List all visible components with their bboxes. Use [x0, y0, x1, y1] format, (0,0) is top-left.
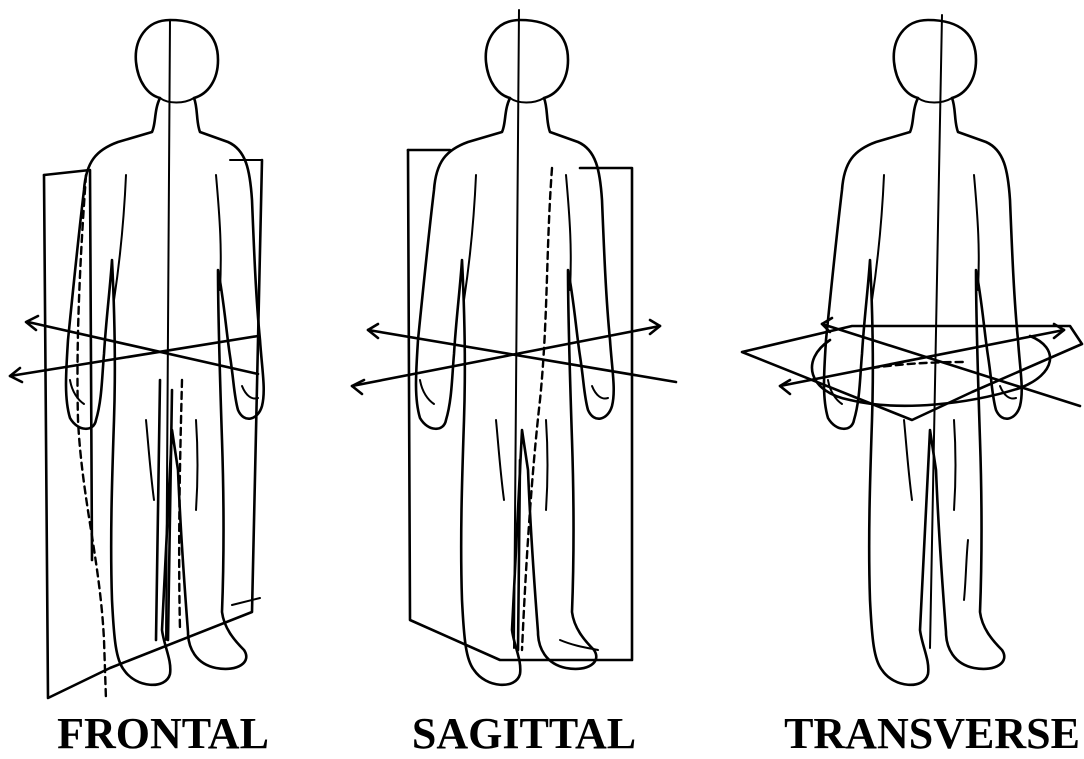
frontal-plane	[44, 160, 262, 698]
sagittal-figure	[416, 10, 614, 685]
sagittal-panel: SAGITTAL	[352, 10, 676, 758]
frontal-label: FRONTAL	[57, 709, 269, 758]
sagittal-label: SAGITTAL	[412, 709, 636, 758]
transverse-panel: TRANSVERSE	[742, 15, 1082, 758]
frontal-panel: FRONTAL	[10, 20, 269, 758]
transverse-plane	[742, 326, 1082, 420]
transverse-figure	[824, 15, 1022, 685]
sagittal-axes	[352, 320, 676, 394]
transverse-label: TRANSVERSE	[784, 709, 1080, 758]
